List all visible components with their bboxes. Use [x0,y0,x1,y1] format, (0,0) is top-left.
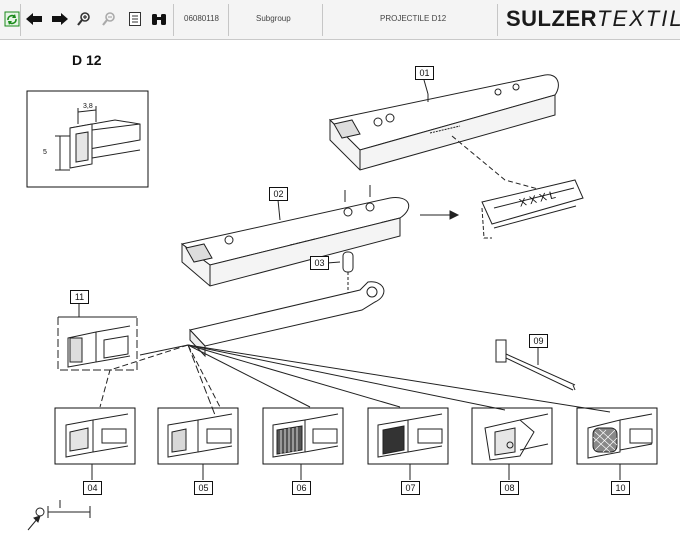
exploded-view-drawing [26,74,658,531]
part-label-02[interactable]: 02 [269,187,288,201]
back-arrow-icon[interactable] [24,9,44,29]
forward-arrow-icon[interactable] [50,9,70,29]
part-label-05[interactable]: 05 [194,481,213,495]
part-label-01[interactable]: 01 [415,66,434,80]
part-label-06[interactable]: 06 [292,481,311,495]
zoom-in-icon[interactable] [74,9,94,29]
page-title: PROJECTILE D12 [380,14,447,23]
toolbar: 06080118 Subgroup PROJECTILE D12 SULZERT… [0,0,680,40]
part-number: 06080118 [184,14,219,23]
document-list-icon[interactable] [125,9,145,29]
refresh-icon[interactable] [2,9,22,29]
brand-light: TEXTIL [597,6,680,31]
part-label-07[interactable]: 07 [401,481,420,495]
brand-logo: SULZERTEXTIL [506,6,680,32]
brand-bold: SULZER [506,6,597,31]
part-label-10[interactable]: 10 [611,481,630,495]
zoom-out-icon[interactable] [99,9,119,29]
part-label-03[interactable]: 03 [310,256,329,270]
part-label-09[interactable]: 09 [529,334,548,348]
subgroup-label: Subgroup [256,14,291,23]
part-label-11[interactable]: 11 [70,290,89,304]
dimension-height: 5 [43,149,47,156]
part-label-08[interactable]: 08 [500,481,519,495]
part-label-04[interactable]: 04 [83,481,102,495]
binoculars-icon[interactable] [149,9,169,29]
drawing-heading: D 12 [72,52,102,68]
parts-drawing: D 12 3,8 5 XXXL 01 02 03 04 05 06 07 08 … [0,40,680,535]
dimension-width: 3,8 [83,103,93,110]
